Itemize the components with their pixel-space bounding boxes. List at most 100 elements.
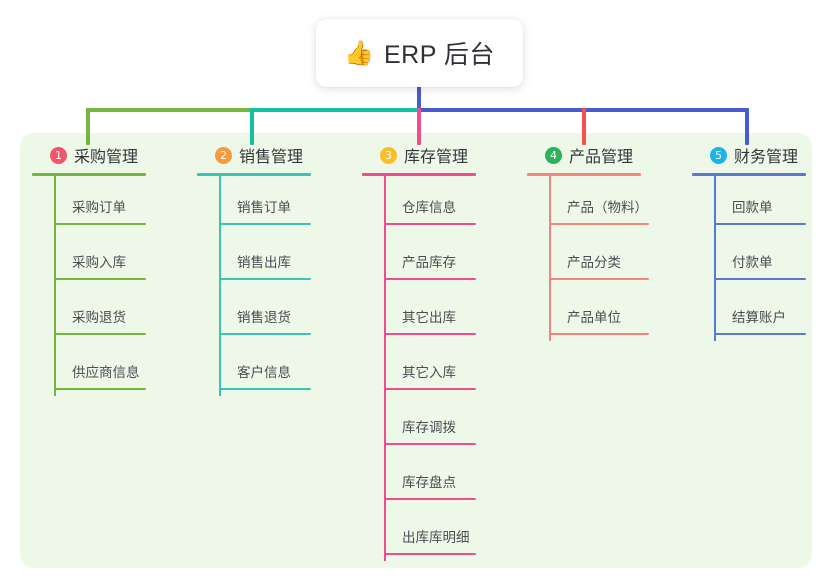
- branch-item[interactable]: 库存盘点: [362, 451, 512, 506]
- branch-badge-2: 2: [215, 146, 232, 164]
- branch-item-label: 采购退货: [72, 310, 126, 325]
- branch-item[interactable]: 销售退货: [197, 286, 347, 341]
- branch-item[interactable]: 回款单: [692, 176, 839, 231]
- branch-item[interactable]: 采购入库: [32, 231, 182, 286]
- branch-item[interactable]: 其它出库: [362, 286, 512, 341]
- branch-header-rule-1: [32, 173, 146, 176]
- branch-item-rule: [714, 278, 806, 280]
- branch-stem-1: [54, 176, 56, 396]
- branch-header-3[interactable]: 3 库存管理: [362, 143, 512, 167]
- branch-item-label: 其它出库: [402, 310, 456, 325]
- branch-items-3: 仓库信息产品库存其它出库其它入库库存调拨库存盘点出库库明细: [362, 176, 512, 561]
- connector-bar-teal: [250, 108, 422, 112]
- branch-title-5: 财务管理: [734, 149, 799, 166]
- branch-item[interactable]: 客户信息: [197, 341, 347, 396]
- branch-item-rule: [384, 333, 476, 335]
- branch-item[interactable]: 库存调拨: [362, 396, 512, 451]
- branch-item[interactable]: 采购订单: [32, 176, 182, 231]
- branch-item-label: 库存调拨: [402, 420, 456, 435]
- branch-column-1: 1 采购管理采购订单采购入库采购退货供应商信息: [32, 143, 182, 396]
- branch-item[interactable]: 产品库存: [362, 231, 512, 286]
- branch-item-rule: [384, 223, 476, 225]
- branch-item-rule: [549, 223, 649, 225]
- branch-item-label: 库存盘点: [402, 475, 456, 490]
- branch-item[interactable]: 产品（物料）: [527, 176, 677, 231]
- connector-drop-2: [250, 108, 254, 145]
- branch-item-rule: [54, 278, 146, 280]
- branch-header-5[interactable]: 5 财务管理: [692, 143, 839, 167]
- branch-item-rule: [384, 278, 476, 280]
- branches-panel: [20, 133, 812, 568]
- branch-item-rule: [384, 443, 476, 445]
- branch-item-rule: [714, 223, 806, 225]
- branch-item[interactable]: 销售出库: [197, 231, 347, 286]
- branch-column-3: 3 库存管理仓库信息产品库存其它出库其它入库库存调拨库存盘点出库库明细: [362, 143, 512, 561]
- branch-item-label: 销售出库: [237, 255, 291, 270]
- branch-item[interactable]: 仓库信息: [362, 176, 512, 231]
- branch-item-label: 产品库存: [402, 255, 456, 270]
- branch-items-5: 回款单付款单结算账户: [692, 176, 839, 341]
- branch-column-5: 5 财务管理回款单付款单结算账户: [692, 143, 839, 341]
- branch-item-rule: [714, 333, 806, 335]
- branch-item-label: 仓库信息: [402, 200, 456, 215]
- branch-item-label: 回款单: [732, 200, 773, 215]
- branch-item[interactable]: 其它入库: [362, 341, 512, 396]
- branch-item[interactable]: 产品分类: [527, 231, 677, 286]
- branch-item[interactable]: 采购退货: [32, 286, 182, 341]
- branch-title-4: 产品管理: [569, 149, 634, 166]
- branch-items-4: 产品（物料） 产品分类产品单位: [527, 176, 677, 341]
- branch-item-rule: [549, 333, 649, 335]
- branch-header-4[interactable]: 4 产品管理: [527, 143, 677, 167]
- branch-stem-4: [549, 176, 551, 341]
- connector-drop-3: [417, 108, 421, 145]
- branch-item-label: 销售退货: [237, 310, 291, 325]
- branch-item-label: 产品分类: [567, 255, 621, 270]
- branch-title-1: 采购管理: [74, 149, 139, 166]
- branch-badge-1: 1: [50, 146, 67, 164]
- connector-drop-5: [745, 108, 749, 145]
- branch-badge-4: 4: [545, 146, 562, 164]
- branch-item-rule: [54, 388, 146, 390]
- branch-item-rule: [384, 388, 476, 390]
- branch-item-rule: [219, 333, 311, 335]
- branch-item-rule: [54, 333, 146, 335]
- root-title-card[interactable]: 👍 ERP 后台: [316, 19, 523, 87]
- branch-item-rule: [54, 223, 146, 225]
- branch-item-rule: [384, 498, 476, 500]
- branch-item-label: 产品（物料）: [567, 200, 648, 215]
- branch-item[interactable]: 付款单: [692, 231, 839, 286]
- branch-header-rule-2: [197, 173, 311, 176]
- branch-item-label: 供应商信息: [72, 365, 140, 380]
- branch-item[interactable]: 供应商信息: [32, 341, 182, 396]
- branch-item[interactable]: 销售订单: [197, 176, 347, 231]
- branch-stem-3: [384, 176, 386, 561]
- branch-item-label: 采购入库: [72, 255, 126, 270]
- branch-item-rule: [549, 278, 649, 280]
- branch-header-rule-5: [692, 173, 806, 176]
- connector-drop-1: [86, 108, 90, 145]
- branch-item-rule: [384, 553, 476, 555]
- connector-drop-4: [582, 108, 586, 145]
- branch-header-rule-4: [527, 173, 641, 176]
- branch-item[interactable]: 出库库明细: [362, 506, 512, 561]
- branch-item-rule: [219, 223, 311, 225]
- branch-badge-3: 3: [380, 146, 397, 164]
- branch-column-4: 4 产品管理产品（物料） 产品分类产品单位: [527, 143, 677, 341]
- branch-item-label: 采购订单: [72, 200, 126, 215]
- branch-item-label: 出库库明细: [402, 530, 470, 545]
- branch-items-2: 销售订单销售出库销售退货客户信息: [197, 176, 347, 396]
- branch-item-label: 付款单: [732, 255, 773, 270]
- branch-item[interactable]: 产品单位: [527, 286, 677, 341]
- branch-item-label: 客户信息: [237, 365, 291, 380]
- page-title: ERP 后台: [383, 41, 495, 69]
- branch-badge-5: 5: [710, 146, 727, 164]
- branch-item[interactable]: 结算账户: [692, 286, 839, 341]
- branch-stem-5: [714, 176, 716, 341]
- branch-title-3: 库存管理: [404, 149, 469, 166]
- branch-item-rule: [219, 388, 311, 390]
- branch-header-1[interactable]: 1 采购管理: [32, 143, 182, 167]
- thumbs-up-icon: 👍: [344, 39, 374, 67]
